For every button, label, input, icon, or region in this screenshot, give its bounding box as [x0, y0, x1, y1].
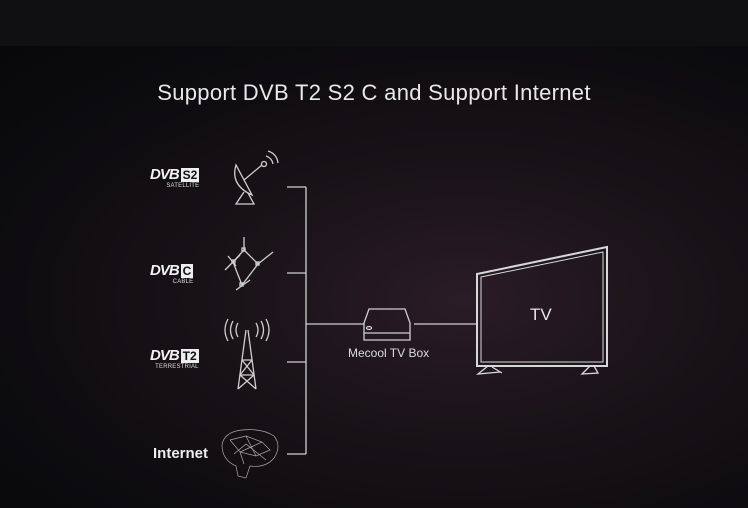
- antenna-tower-icon: [224, 318, 270, 390]
- page-title: Support DVB T2 S2 C and Support Internet: [157, 80, 591, 105]
- top-band: [0, 0, 748, 46]
- internet-label: Internet: [153, 445, 209, 462]
- tv-box-icon: [363, 308, 411, 341]
- satellite-dish-icon: [234, 150, 279, 205]
- tv-box-label: Mecool TV Box: [348, 346, 430, 360]
- diagram-background: [0, 46, 748, 508]
- brain-network-icon: [221, 429, 279, 479]
- cable-network-icon: [224, 237, 274, 291]
- tv-icon: [475, 245, 608, 375]
- tv-label: TV: [530, 305, 552, 324]
- connector-bracket: [287, 186, 477, 455]
